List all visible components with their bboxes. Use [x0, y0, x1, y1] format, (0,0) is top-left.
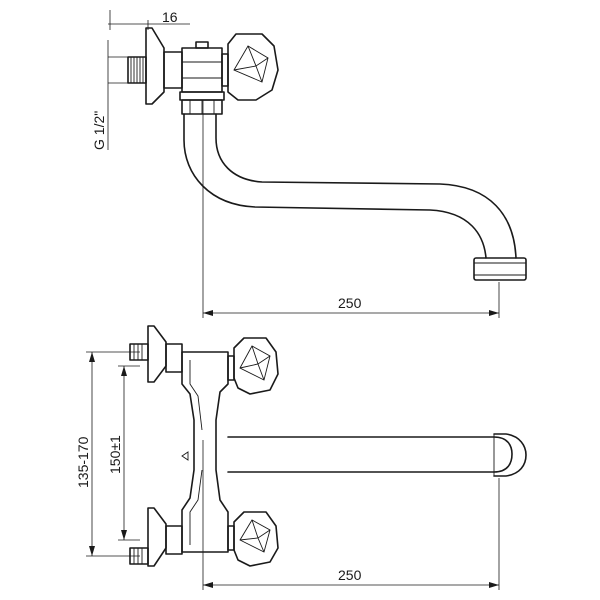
front-lower-handle: [227, 511, 279, 567]
dim-thread-label: G 1/2": [91, 111, 107, 150]
side-spout: [183, 113, 527, 281]
front-valve-body: [181, 351, 229, 553]
dim-center-range: 135-170: [75, 351, 140, 557]
side-thread-connector: [127, 56, 147, 84]
dim-front-spout-reach: 250: [202, 440, 500, 590]
dim-depth: 16: [108, 9, 190, 30]
side-escutcheon: [145, 27, 165, 105]
side-swivel-nut: [179, 91, 225, 115]
dim-side-spout-reach: 250: [202, 100, 500, 318]
dim-front-spout-reach-label: 250: [338, 567, 362, 583]
front-view: 135-170 150±1 250: [75, 325, 527, 590]
side-handle: [227, 33, 279, 101]
dim-thread: G 1/2": [91, 40, 128, 150]
side-valve-body: [163, 41, 229, 93]
front-upper-handle: [227, 337, 279, 395]
front-upper-connector: [129, 325, 183, 383]
dim-center-range-label: 135-170: [75, 436, 91, 488]
dim-center-nominal: 150±1: [107, 365, 140, 541]
dim-center-nominal-label: 150±1: [107, 435, 123, 474]
front-spout: [227, 433, 527, 477]
dim-side-spout-reach-label: 250: [338, 295, 362, 311]
side-view: 16 G 1/2" 250: [91, 9, 527, 318]
front-lower-connector: [129, 507, 183, 567]
dim-depth-label: 16: [162, 9, 178, 25]
